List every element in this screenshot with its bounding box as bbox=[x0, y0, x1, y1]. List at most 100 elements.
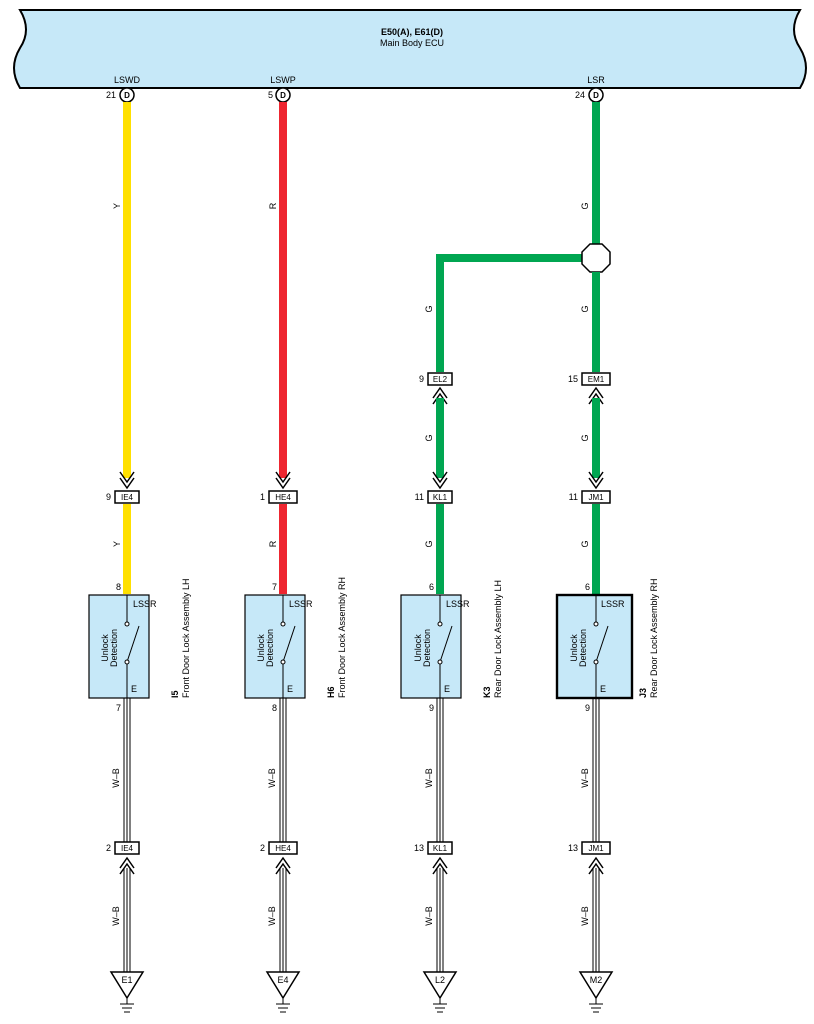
wire-color-label: G bbox=[580, 305, 590, 312]
connector-pin: 1 bbox=[260, 492, 265, 502]
connector-arrow bbox=[432, 386, 448, 405]
wire-color-label: W–B bbox=[580, 768, 590, 788]
switch-pin-top: 6 bbox=[585, 582, 590, 592]
switch-pin-top: 6 bbox=[429, 582, 434, 592]
wire-color-label: W–B bbox=[267, 906, 277, 926]
ecu-pin-letter: D bbox=[280, 91, 286, 100]
wire-color-label: R bbox=[268, 540, 278, 547]
connector-jm1-lower bbox=[581, 841, 611, 855]
ecu-pin-letter: D bbox=[593, 91, 599, 100]
wb-wires-lower bbox=[123, 868, 600, 972]
switch-top-label: LSSR bbox=[601, 599, 625, 609]
connector-pin: 2 bbox=[106, 843, 111, 853]
wire-green bbox=[436, 254, 444, 372]
switch-label: Detection bbox=[422, 629, 432, 667]
ecu-pin-number: 5 bbox=[268, 90, 273, 100]
switch-pin-bottom: 9 bbox=[585, 703, 590, 713]
connector-arrow bbox=[588, 471, 604, 490]
connector-pin: 15 bbox=[568, 374, 578, 384]
wire-color-label: Y bbox=[112, 541, 122, 547]
device-code: J3 bbox=[638, 688, 648, 698]
wire-color-label: R bbox=[268, 202, 278, 209]
door-lock-switch-rear-lh: 6 LSSR E Unlock Detection K3 Rear Door L… bbox=[400, 580, 503, 713]
connector-kl1 bbox=[427, 490, 453, 504]
device-code: K3 bbox=[482, 686, 492, 698]
connector-name: HE4 bbox=[275, 493, 291, 502]
switch-top-label: LSSR bbox=[446, 599, 470, 609]
connector-ie4-lower bbox=[114, 841, 140, 855]
connector-pin: 11 bbox=[569, 492, 578, 502]
connector-arrows-lower bbox=[119, 856, 604, 875]
wire-green bbox=[592, 102, 600, 246]
ecu-pin-letter: D bbox=[124, 91, 130, 100]
wire-color-label: W–B bbox=[111, 768, 121, 788]
connector-name: IE4 bbox=[121, 844, 134, 853]
switch-top-label: LSSR bbox=[133, 599, 157, 609]
wire-color-label: W–B bbox=[580, 906, 590, 926]
connector-jm1 bbox=[581, 490, 611, 504]
connector-name: KL1 bbox=[433, 844, 448, 853]
switch-bottom-label: E bbox=[444, 684, 450, 694]
switch-pin-bottom: 9 bbox=[429, 703, 434, 713]
wire-green bbox=[592, 504, 600, 594]
connector-name: JM1 bbox=[588, 493, 604, 502]
wire-green bbox=[436, 398, 444, 478]
device-code: I5 bbox=[170, 690, 180, 698]
wire-color-label: G bbox=[424, 540, 434, 547]
switch-pin-top: 8 bbox=[116, 582, 121, 592]
ecu-subtitle: Main Body ECU bbox=[380, 38, 444, 48]
door-lock-switch-rear-rh: 6 LSSR E Unlock Detection J3 Rear Door L… bbox=[555, 578, 659, 713]
wire-red bbox=[279, 102, 287, 478]
wire-green bbox=[592, 398, 600, 478]
connector-ie4 bbox=[114, 490, 140, 504]
svg-text:L2: L2 bbox=[435, 975, 445, 985]
connector-name: EL2 bbox=[433, 375, 448, 384]
wire-green-branch bbox=[436, 254, 584, 262]
signal-label-lswd: LSWD bbox=[114, 75, 141, 85]
switch-bottom-label: E bbox=[131, 684, 137, 694]
switch-label: Detection bbox=[578, 629, 588, 667]
switch-label: Unlock bbox=[100, 634, 110, 662]
signal-label-lswp: LSWP bbox=[270, 75, 296, 85]
splice-point bbox=[581, 243, 611, 273]
ground-m2: M2 bbox=[578, 971, 614, 1013]
switch-pin-bottom: 8 bbox=[272, 703, 277, 713]
ground-e4: E4 bbox=[265, 971, 301, 1013]
wire-color-label: W–B bbox=[111, 906, 121, 926]
connector-em1 bbox=[581, 372, 611, 386]
switch-label: Detection bbox=[109, 629, 119, 667]
connector-name: JM1 bbox=[588, 844, 604, 853]
wire-color-label: G bbox=[580, 540, 590, 547]
switch-bottom-label: E bbox=[600, 684, 606, 694]
wire-red bbox=[279, 504, 287, 594]
switch-label: Unlock bbox=[256, 634, 266, 662]
wire-color-label: G bbox=[424, 434, 434, 441]
connector-kl1-lower bbox=[427, 841, 453, 855]
connector-name: IE4 bbox=[121, 493, 134, 502]
wire-color-label: G bbox=[424, 305, 434, 312]
ecu-title: E50(A), E61(D) bbox=[381, 27, 443, 37]
wire-green bbox=[436, 504, 444, 594]
wire-color-label: W–B bbox=[424, 906, 434, 926]
device-name: Front Door Lock Assembly RH bbox=[337, 577, 347, 698]
connector-pin: 9 bbox=[106, 492, 111, 502]
svg-text:M2: M2 bbox=[590, 975, 603, 985]
connector-pin: 11 bbox=[415, 492, 424, 502]
wire-color-label: G bbox=[580, 202, 590, 209]
connector-arrow bbox=[119, 471, 135, 490]
ecu-pin-number: 24 bbox=[575, 90, 585, 100]
ecu-pin-number: 21 bbox=[106, 90, 116, 100]
switch-pin-bottom: 7 bbox=[116, 703, 121, 713]
ground-e1: E1 bbox=[109, 971, 145, 1013]
device-code: H6 bbox=[326, 686, 336, 698]
connector-arrow bbox=[432, 471, 448, 490]
door-lock-switch-front-rh: 7 LSSR E Unlock Detection H6 Front Door … bbox=[244, 577, 347, 713]
wire-green bbox=[592, 272, 600, 372]
switch-label: Detection bbox=[265, 629, 275, 667]
device-name: Rear Door Lock Assembly LH bbox=[493, 580, 503, 698]
connector-pin: 9 bbox=[419, 374, 424, 384]
wire-yellow bbox=[123, 102, 131, 478]
wire-yellow bbox=[123, 504, 131, 594]
connector-el2 bbox=[427, 372, 453, 386]
